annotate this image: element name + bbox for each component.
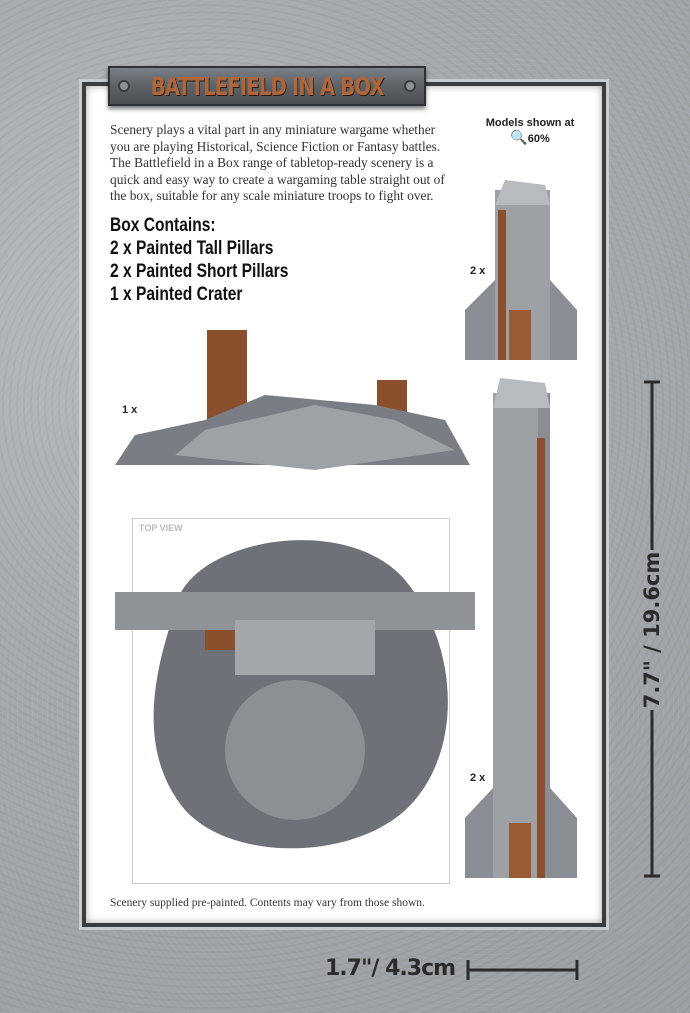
- scale-label: Models shown at: [485, 117, 575, 129]
- scale-value: 60%: [527, 133, 550, 145]
- height-ruler: [644, 380, 660, 878]
- width-ruler: [466, 960, 579, 980]
- crater-side-image: [115, 330, 470, 470]
- height-label: 7.7" / 19.6cm: [640, 551, 664, 709]
- brand-banner: BATTLEFIELD IN A BOX: [108, 66, 426, 106]
- contents-item: 2 x Painted Short Pillars: [110, 261, 289, 282]
- short-pillar-image: [465, 180, 577, 360]
- footer-note: Scenery supplied pre-painted. Contents m…: [110, 897, 425, 909]
- tall-pillar-qty: 2 x: [470, 772, 486, 784]
- contents-item: 2 x Painted Tall Pillars: [110, 238, 274, 259]
- magnifier-icon: 🔍: [510, 129, 528, 145]
- box-contents: Box Contains: 2 x Painted Tall Pillars 2…: [110, 214, 288, 306]
- crater-qty: 1 x: [122, 404, 138, 416]
- scale-note: Models shown at 🔍60%: [480, 117, 580, 146]
- width-label: 1.7"/ 4.3cm: [325, 956, 456, 981]
- bolt-icon: [404, 80, 416, 92]
- contents-heading: Box Contains:: [110, 215, 216, 236]
- intro-text: Scenery plays a vital part in any miniat…: [110, 122, 445, 203]
- tall-pillar-image: [465, 378, 577, 878]
- contents-item: 1 x Painted Crater: [110, 284, 243, 305]
- crater-top-image: [115, 540, 475, 849]
- short-pillar-qty: 2 x: [470, 265, 486, 277]
- brand-logo: BATTLEFIELD IN A BOX: [150, 71, 385, 101]
- bolt-icon: [118, 80, 130, 92]
- top-view-label: TOP VIEW: [139, 523, 183, 533]
- top-view-frame: TOP VIEW: [132, 518, 450, 884]
